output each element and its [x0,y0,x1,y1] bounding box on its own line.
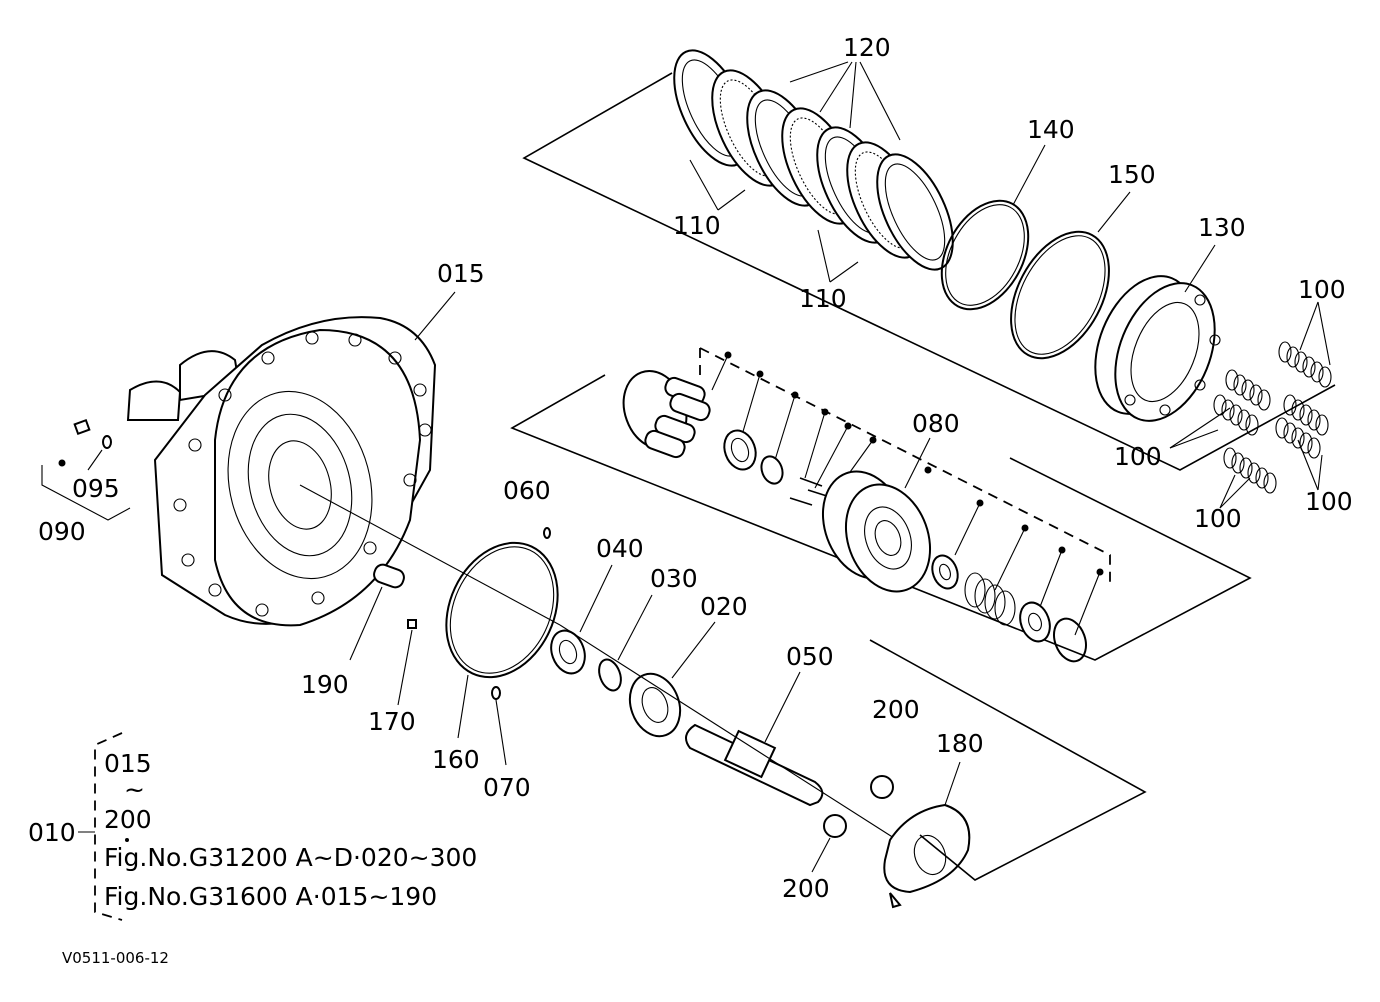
label-200-lower: 200 [782,874,830,903]
label-110-upper: 110 [673,211,721,240]
planet-carrier [622,370,711,459]
drawing-code: V0511-006-12 [62,949,169,967]
gear-subassembly-frame [699,347,1111,585]
coil-spring [964,572,1016,626]
bearing-020 [628,621,716,738]
pin-170 [397,619,417,706]
shaft-frame [869,639,1147,881]
housing-axis [299,484,561,626]
piston-130 [1094,244,1221,422]
label-180: 180 [936,729,984,758]
spring-set-a [1278,341,1332,388]
spring-seat [1019,601,1051,643]
spring-set-b [1213,369,1271,436]
label-050: 050 [786,642,834,671]
label-100-left: 100 [1114,442,1162,471]
washer [931,554,959,590]
label-150: 150 [1108,160,1156,189]
balls-200 [811,775,894,873]
label-100-top: 100 [1298,275,1346,304]
range-tilde: ~ [124,775,145,804]
gear-080 [821,470,932,593]
small-ring [760,455,784,485]
gear-frame-solid [510,374,1252,661]
label-200-upper: 200 [872,695,920,724]
bolt-090 [41,418,131,521]
label-110-lower: 110 [799,284,847,313]
label-015: 015 [437,259,485,288]
label-140: 140 [1027,115,1075,144]
spring-set-c [1275,394,1329,459]
gear-subassembly-dots [711,351,1104,636]
bearing-cage [723,429,757,471]
range-start: 015 [104,749,152,778]
o-ring-150 [1010,191,1131,360]
o-ring-160 [445,541,559,739]
label-095: 095 [72,474,120,503]
label-060: 060 [503,476,551,505]
o-ring-140 [940,144,1046,311]
shaft-050 [559,624,906,846]
snap-ring [1053,617,1087,663]
label-120: 120 [843,33,891,62]
leader-080 [904,437,931,489]
label-190: 190 [301,670,349,699]
assembly-id: 010 [28,818,76,847]
range-end: 200 [104,805,152,834]
assembly-note: 010 015 ~ 200 Fig.No.G31200 A~D·020~300 … [28,732,477,921]
label-100-right: 100 [1305,487,1353,516]
label-080: 080 [912,409,960,438]
label-090: 090 [38,517,86,546]
label-160: 160 [432,745,480,774]
o-ring-060 [543,527,551,539]
part-labels: 015 120 140 150 130 110 110 100 100 100 … [38,33,1353,903]
springs-100 [1169,301,1332,509]
label-040: 040 [596,534,644,563]
clutch-plates [673,49,954,271]
label-070: 070 [483,773,531,802]
housing-015 [126,291,456,627]
label-020: 020 [700,592,748,621]
leaders-110 [689,159,859,283]
leaders-120 [789,61,901,141]
pin-190 [349,563,405,661]
label-130: 130 [1198,213,1246,242]
seal-040 [550,564,613,675]
spring-set-d [1223,447,1277,494]
o-ring-070 [491,686,507,766]
label-170: 170 [368,707,416,736]
cam-180 [883,761,971,909]
label-030: 030 [650,564,698,593]
label-100-bottom: 100 [1194,504,1242,533]
snap-ring-030 [598,594,653,692]
reference-g31200: Fig.No.G31200 A~D·020~300 [104,843,477,872]
reference-g31600: Fig.No.G31600 A·015~190 [104,882,437,911]
